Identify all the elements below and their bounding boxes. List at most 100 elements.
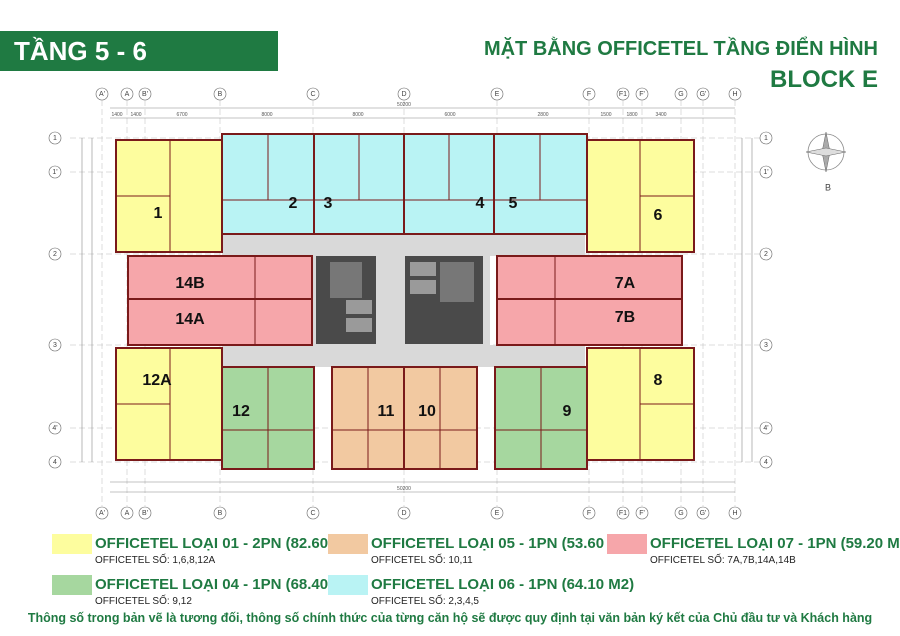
grid-column-bubble — [696, 506, 710, 520]
bottom-total-dimension: 50200 — [397, 486, 411, 492]
grid-column-label: B' — [142, 510, 148, 517]
grid-column-bubble — [306, 87, 320, 101]
elevator-3 — [410, 262, 436, 276]
grid-column-bubble — [674, 506, 688, 520]
legend-title: OFFICETEL LOẠI 04 - 1PN (68.40 M2) — [95, 576, 359, 593]
grid-column-label: F — [587, 510, 591, 517]
grid-column-bubble — [616, 506, 630, 520]
grid-column-bubble — [397, 506, 411, 520]
disclaimer-note: Thông số trong bản vẽ là tương đối, thôn… — [27, 611, 873, 625]
top-dimension-label: 6700 — [176, 112, 187, 118]
grid-row-bubble — [48, 421, 62, 435]
elevator-4 — [410, 280, 436, 294]
elevator-1 — [346, 300, 372, 314]
top-dimension-label: 1800 — [626, 112, 637, 118]
top-dimension-label: 1400 — [111, 112, 122, 118]
grid-column-label: A' — [99, 510, 105, 517]
unit-7A — [496, 255, 683, 300]
unit-label-6: 6 — [654, 207, 663, 224]
grid-column-label: H — [732, 510, 737, 517]
grid-column-bubble — [306, 506, 320, 520]
grid-column-bubble — [728, 87, 742, 101]
top-dimension-label: 3400 — [655, 112, 666, 118]
grid-column-bubble — [397, 87, 411, 101]
compass-label: B — [825, 182, 831, 192]
grid-row-bubble — [48, 455, 62, 469]
grid-column-label: H — [732, 91, 737, 98]
legend-unit-list: OFFICETEL SỐ: 9,12 — [95, 596, 192, 607]
grid-column-label: F1 — [619, 510, 627, 517]
grid-row-label: 4 — [764, 459, 768, 466]
grid-column-label: G' — [700, 510, 707, 517]
unit-label-12A: 12A — [142, 372, 172, 389]
legend-unit-list: OFFICETEL SỐ: 7A,7B,14A,14B — [650, 555, 796, 566]
compass-icon: B — [805, 131, 847, 192]
grid-row-bubble — [48, 247, 62, 261]
grid-column-label: D — [401, 510, 406, 517]
grid-row-label: 4 — [53, 459, 57, 466]
unit-label-3: 3 — [324, 195, 333, 212]
legend-swatch — [52, 575, 92, 595]
partitions — [116, 134, 694, 469]
elevator-2 — [346, 318, 372, 332]
grid-column-label: C — [310, 510, 315, 517]
grid-row-label: 2 — [53, 251, 57, 258]
grid-row-bubble — [759, 338, 773, 352]
grid-column-label: A — [125, 510, 130, 517]
grid-column-bubble — [635, 506, 649, 520]
legend-title: OFFICETEL LOẠI 07 - 1PN (59.20 M2) — [650, 535, 900, 552]
grid-column-bubble — [696, 87, 710, 101]
unit-7B — [496, 298, 683, 346]
grid-row-label: 1 — [53, 135, 57, 142]
grid-row-label: 3 — [53, 342, 57, 349]
unit-label-7B: 7B — [615, 309, 635, 326]
grid-column-label: G — [678, 510, 683, 517]
grid-row-label: 2 — [764, 251, 768, 258]
grid-row-label: 1 — [764, 135, 768, 142]
grid-column-label: B — [218, 91, 223, 98]
grid-column-bubble — [582, 506, 596, 520]
grid-column-label: G — [678, 91, 683, 98]
top-dimension-label: 1400 — [130, 112, 141, 118]
legend-swatch — [328, 575, 368, 595]
unit-label-14B: 14B — [175, 275, 204, 292]
top-total-dimension: 50200 — [397, 102, 411, 108]
grid-row-bubble — [759, 247, 773, 261]
grid-column-bubble — [120, 87, 134, 101]
unit-label-8: 8 — [654, 372, 663, 389]
grid-column-label: D — [401, 91, 406, 98]
legend-title: OFFICETEL LOẠI 01 - 2PN (82.60 M2) — [95, 535, 359, 552]
grid-row-label: 4' — [52, 425, 57, 432]
grid-column-label: C — [310, 91, 315, 98]
legend-title: OFFICETEL LOẠI 05 - 1PN (53.60 M2) — [371, 535, 635, 552]
unit-14B — [127, 255, 313, 300]
grid-column-label: G' — [700, 91, 707, 98]
grid-column-label: F — [587, 91, 591, 98]
legend-title: OFFICETEL LOẠI 06 - 1PN (64.10 M2) — [371, 576, 635, 593]
grid-column-bubble — [635, 87, 649, 101]
unit-label-4: 4 — [476, 195, 485, 212]
grid-column-label: B — [218, 510, 223, 517]
legend-swatch — [607, 534, 647, 554]
grid-column-label: F1 — [619, 91, 627, 98]
top-dimension-label: 6000 — [444, 112, 455, 118]
grid-column-bubble — [95, 87, 109, 101]
grid-column-bubble — [95, 506, 109, 520]
unit-labels: 1 2 3 4 5 6 7A 7B 8 9 10 11 12 12A 14A 1… — [142, 195, 662, 420]
grid-column-label: B' — [142, 91, 148, 98]
unit-label-9: 9 — [563, 403, 572, 420]
top-dimension-label: 8000 — [261, 112, 272, 118]
grid-column-label: F' — [639, 91, 645, 98]
plan-title: MẶT BẰNG OFFICETEL TẦNG ĐIỂN HÌNH — [483, 38, 878, 60]
floor-label: TẦNG 5 - 6 — [0, 31, 278, 71]
unit-14A — [127, 298, 313, 346]
grid-row-label: 1' — [52, 169, 57, 176]
grid-column-bubble — [138, 87, 152, 101]
grid-column-bubble — [490, 87, 504, 101]
grid-row-bubble — [48, 131, 62, 145]
unit-label-5: 5 — [509, 195, 518, 212]
grid-column-bubble — [213, 87, 227, 101]
grid-column-label: F' — [639, 510, 645, 517]
legend-unit-list: OFFICETEL SỐ: 10,11 — [371, 555, 473, 566]
